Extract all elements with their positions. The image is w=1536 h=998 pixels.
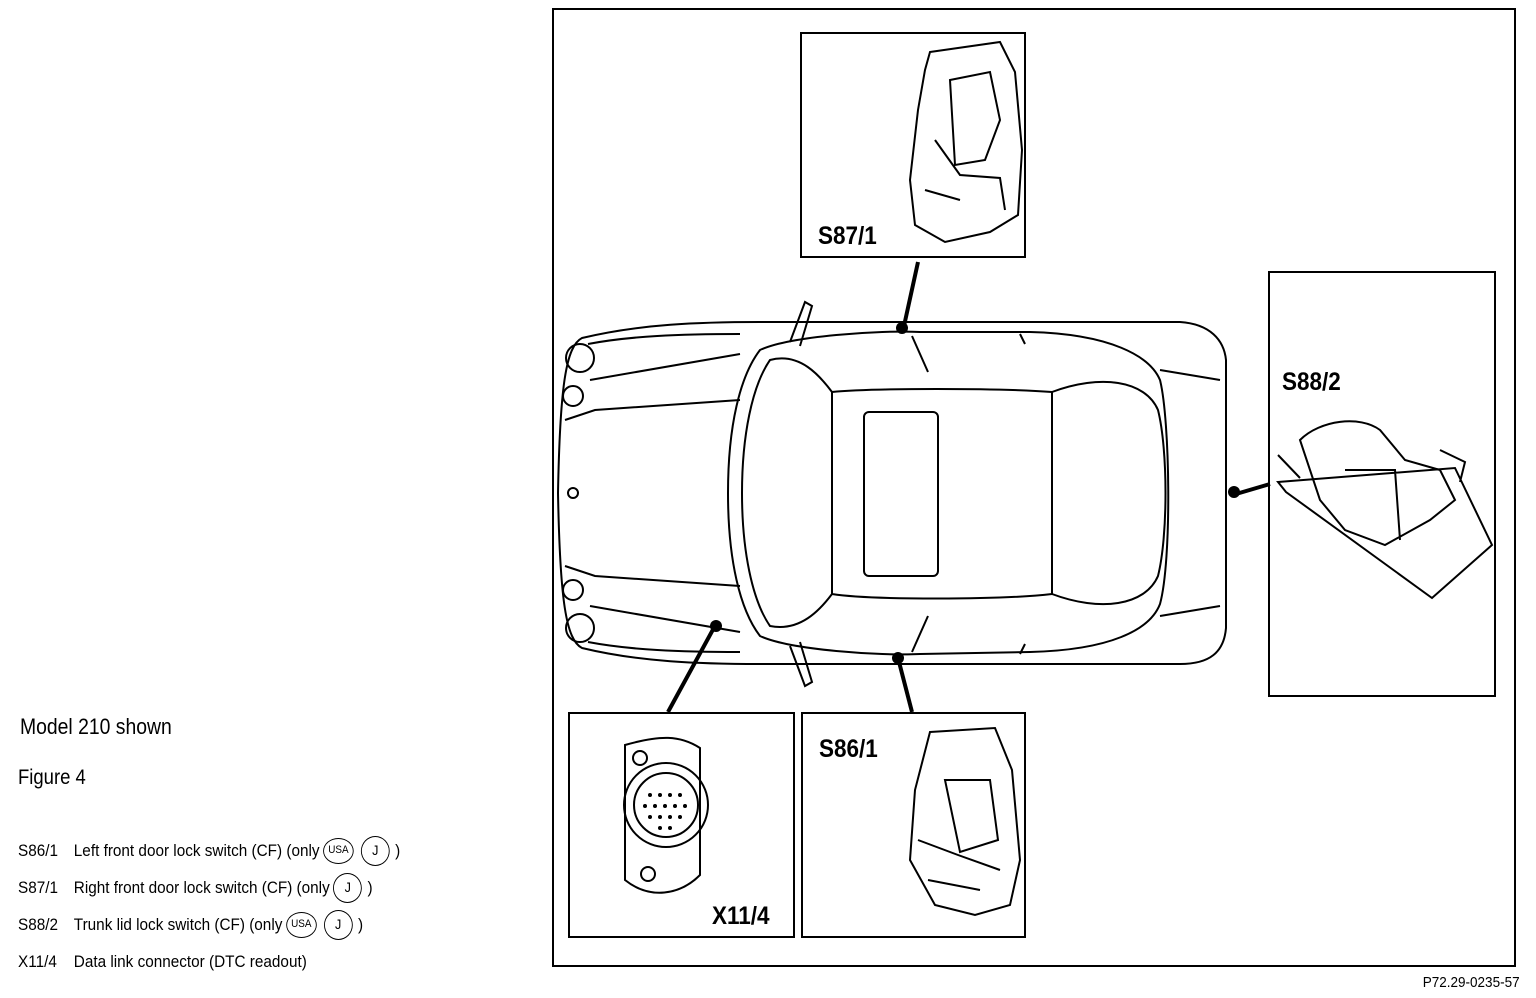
diagram-caption-title: Model 210 shown bbox=[20, 714, 172, 739]
door-lock-switch-part bbox=[908, 40, 1024, 244]
reference-code: P72.29-0235-57 bbox=[1423, 974, 1520, 991]
x11-4-inset-frame bbox=[568, 712, 795, 938]
legend-row-s88: S88/2 Trunk lid lock switch (CF) (only U… bbox=[18, 906, 400, 943]
car-body-outline bbox=[556, 321, 1227, 665]
japan-badge-icon: J bbox=[360, 835, 390, 866]
callout-s87-1: S87/1 bbox=[818, 222, 877, 250]
legend-row-s86: S86/1 Left front door lock switch (CF) (… bbox=[18, 832, 400, 869]
legend: S86/1 Left front door lock switch (CF) (… bbox=[18, 832, 443, 980]
s87-1-inset-frame bbox=[800, 32, 1026, 258]
callout-s86-1: S86/1 bbox=[819, 735, 878, 763]
japan-badge-icon: J bbox=[333, 872, 363, 903]
door-lock-switch-part bbox=[908, 726, 1022, 917]
legend-code: X11/4 bbox=[18, 952, 57, 971]
car-cabin bbox=[726, 330, 1170, 656]
japan-badge-icon: J bbox=[323, 909, 353, 940]
legend-text: Data link connector (DTC readout) bbox=[73, 952, 307, 971]
legend-row-x11: X11/4 Data link connector (DTC readout) bbox=[18, 943, 400, 980]
legend-code: S86/1 bbox=[18, 841, 58, 860]
sunroof bbox=[863, 411, 939, 577]
legend-text: Right front door lock switch (CF) (only bbox=[73, 878, 330, 897]
legend-code: S88/2 bbox=[18, 915, 58, 934]
legend-code: S87/1 bbox=[18, 878, 58, 897]
callout-x11-4: X11/4 bbox=[712, 902, 770, 930]
trunk-lock-switch-part bbox=[1276, 420, 1494, 600]
diagram-frame bbox=[552, 8, 1516, 967]
usa-badge-icon: USA bbox=[285, 911, 317, 938]
rear-window bbox=[1051, 380, 1167, 605]
data-link-connector-part bbox=[624, 736, 701, 894]
connector-pins bbox=[643, 322, 1240, 830]
legend-text: Left front door lock switch (CF) (only bbox=[73, 841, 320, 860]
s86-1-inset-frame bbox=[801, 712, 1026, 938]
legend-text: Trunk lid lock switch (CF) (only bbox=[73, 915, 283, 934]
legend-row-s87: S87/1 Right front door lock switch (CF) … bbox=[18, 869, 400, 906]
s88-2-inset-frame bbox=[1268, 271, 1496, 697]
figure-number: Figure 4 bbox=[18, 766, 86, 789]
windshield bbox=[740, 357, 833, 629]
usa-badge-icon: USA bbox=[323, 837, 354, 864]
callout-s88-2: S88/2 bbox=[1282, 368, 1341, 396]
